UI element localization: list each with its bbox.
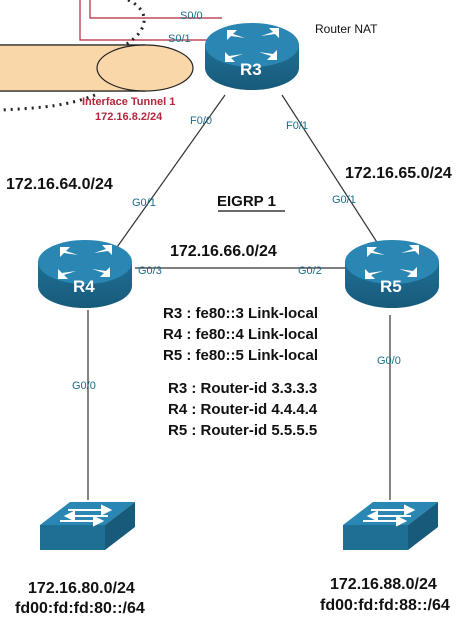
lan-r5-ipv6: fd00:fd:fd:88::/64 [320, 597, 450, 614]
iface-r3-f0-1: F0/1 [286, 120, 309, 132]
switch-r4-lan[interactable] [40, 502, 135, 550]
router-id-r5: R5 : Router-id 5.5.5.5 [168, 422, 318, 439]
router-r5-label: R5 [380, 277, 402, 296]
tunnel-address: 172.16.8.2/24 [95, 111, 163, 123]
switch-r5-lan[interactable] [343, 502, 438, 550]
iface-r5-g0-0: G0/0 [377, 355, 401, 367]
topology-links [87, 94, 391, 500]
router-r3[interactable] [205, 23, 299, 90]
iface-r4-g0-1: G0/1 [132, 197, 156, 209]
switch-arrows-icon [363, 504, 416, 527]
router-r4[interactable] [38, 240, 132, 308]
cloud-dotted-edge [0, 0, 146, 112]
tunnel-name: Interface Tunnel 1 [82, 96, 176, 108]
protocol-label: EIGRP 1 [217, 193, 276, 210]
iface-s0-0: S0/0 [180, 10, 203, 22]
router-arrows-icon [58, 245, 112, 279]
lan-r5-ipv4: 172.16.88.0/24 [330, 576, 437, 593]
network-left-link: 172.16.64.0/24 [6, 176, 113, 193]
tunnel-tube [0, 44, 194, 92]
link-local-r3: R3 : fe80::3 Link-local [163, 305, 319, 322]
link-local-r4: R4 : fe80::4 Link-local [163, 326, 319, 343]
router-arrows-icon [225, 28, 279, 62]
router-r3-note: Router NAT [315, 22, 378, 36]
router-r5[interactable] [345, 240, 439, 308]
iface-r5-g0-2: G0/2 [298, 265, 322, 277]
switch-arrows-icon [60, 504, 113, 527]
iface-r5-g0-1: G0/1 [332, 194, 356, 206]
network-bottom-link: 172.16.66.0/24 [170, 243, 277, 260]
router-id-r4: R4 : Router-id 4.4.4.4 [168, 401, 318, 418]
iface-s0-1: S0/1 [168, 33, 191, 45]
iface-r4-g0-3: G0/3 [138, 265, 162, 277]
network-right-link: 172.16.65.0/24 [345, 165, 452, 182]
iface-r4-g0-0: G0/0 [72, 380, 96, 392]
lan-r4-ipv6: fd00:fd:fd:80::/64 [15, 600, 145, 617]
router-id-r3: R3 : Router-id 3.3.3.3 [168, 380, 318, 397]
router-r3-label: R3 [240, 60, 262, 79]
link-local-r5: R5 : fe80::5 Link-local [163, 347, 319, 364]
serial-links [79, 0, 222, 41]
router-r4-label: R4 [73, 277, 95, 296]
lan-r4-ipv4: 172.16.80.0/24 [28, 580, 135, 597]
iface-r3-f0-0: F0/0 [190, 115, 213, 127]
router-arrows-icon [365, 245, 419, 279]
